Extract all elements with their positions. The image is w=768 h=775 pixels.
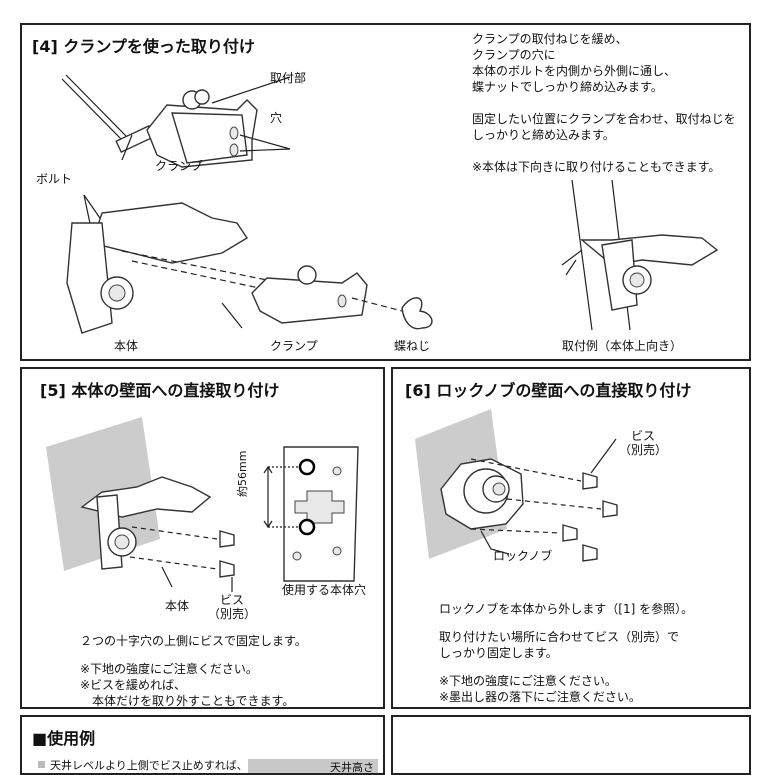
section-title: [4] クランプを使った取り付け [32, 37, 255, 56]
label-clamp-exploded: クランプ [270, 339, 318, 353]
wall-mount-illustration [46, 417, 235, 592]
section-title: [6] ロックノブの壁面への直接取り付け [405, 381, 692, 400]
instruction-text: クランプの取付ねじを緩め、 クランプの穴に 本体のボルトを内側から外側に通し、 … [472, 32, 736, 174]
bullet-icon [38, 761, 45, 768]
lock-knob-illustration [415, 409, 618, 562]
label-screw: ビス [220, 593, 245, 607]
instruction-text: ２つの十字穴の上側にビスで固定します。 ※下地の強度にご注意ください。 ※ビスを… [80, 634, 307, 708]
section-title: [5] 本体の壁面への直接取り付け [40, 381, 280, 400]
section-lock-knob-wall-mount: [6] ロックノブの壁面への直接取り付け ビス （別売） ロックノブ ロックノブ… [391, 367, 751, 709]
label-mounting-example: 取付例（本体上向き） [562, 339, 683, 353]
label-lock-knob: ロックノブ [493, 549, 553, 563]
label-ceiling-height: 天井高さ [330, 761, 374, 774]
body-plate-holes-diagram [263, 446, 359, 582]
label-bolt: ボルト [36, 172, 73, 186]
section-title: ■使用例 [32, 729, 96, 748]
usage-note: 天井レベルより上側でビス止めすれば、 [50, 759, 248, 772]
mounting-example-illustration [561, 179, 719, 331]
label-screw-sold-separately: （別売） [208, 607, 257, 621]
label-screw-sold-separately: （別売） [619, 443, 668, 457]
label-dimension-56mm: 約56mm [236, 450, 249, 497]
section-body-wall-mount: [5] 本体の壁面への直接取り付け 本体 ビス （別売） 約56mm 使用する本… [20, 367, 385, 709]
label-body: 本体 [165, 599, 190, 613]
label-body: 本体 [114, 339, 139, 353]
label-hole: 穴 [270, 111, 283, 125]
label-screw: ビス [631, 429, 656, 443]
exploded-assembly-illustration [66, 194, 433, 334]
ceiling-height-bar: 天井高さ [248, 759, 378, 773]
label-wing-nut: 蝶ねじ [394, 339, 431, 353]
section-usage-example: ■使用例 天井レベルより上側でビス止めすれば、 天井高さ [20, 715, 385, 775]
label-mount-part: 取付部 [270, 71, 307, 85]
empty-section [391, 715, 751, 775]
clamp-illustration [61, 74, 291, 168]
label-body-holes-used: 使用する本体穴 [282, 583, 367, 597]
label-clamp: クランプ [155, 159, 203, 173]
instruction-text: ロックノブを本体から外します（[1] を参照）。 取り付けたい場所に合わせてビス… [439, 602, 694, 704]
section-clamp-mounting: [4] クランプを使った取り付け クランプの取付ねじを緩め、 クランプの穴に 本… [20, 23, 751, 361]
